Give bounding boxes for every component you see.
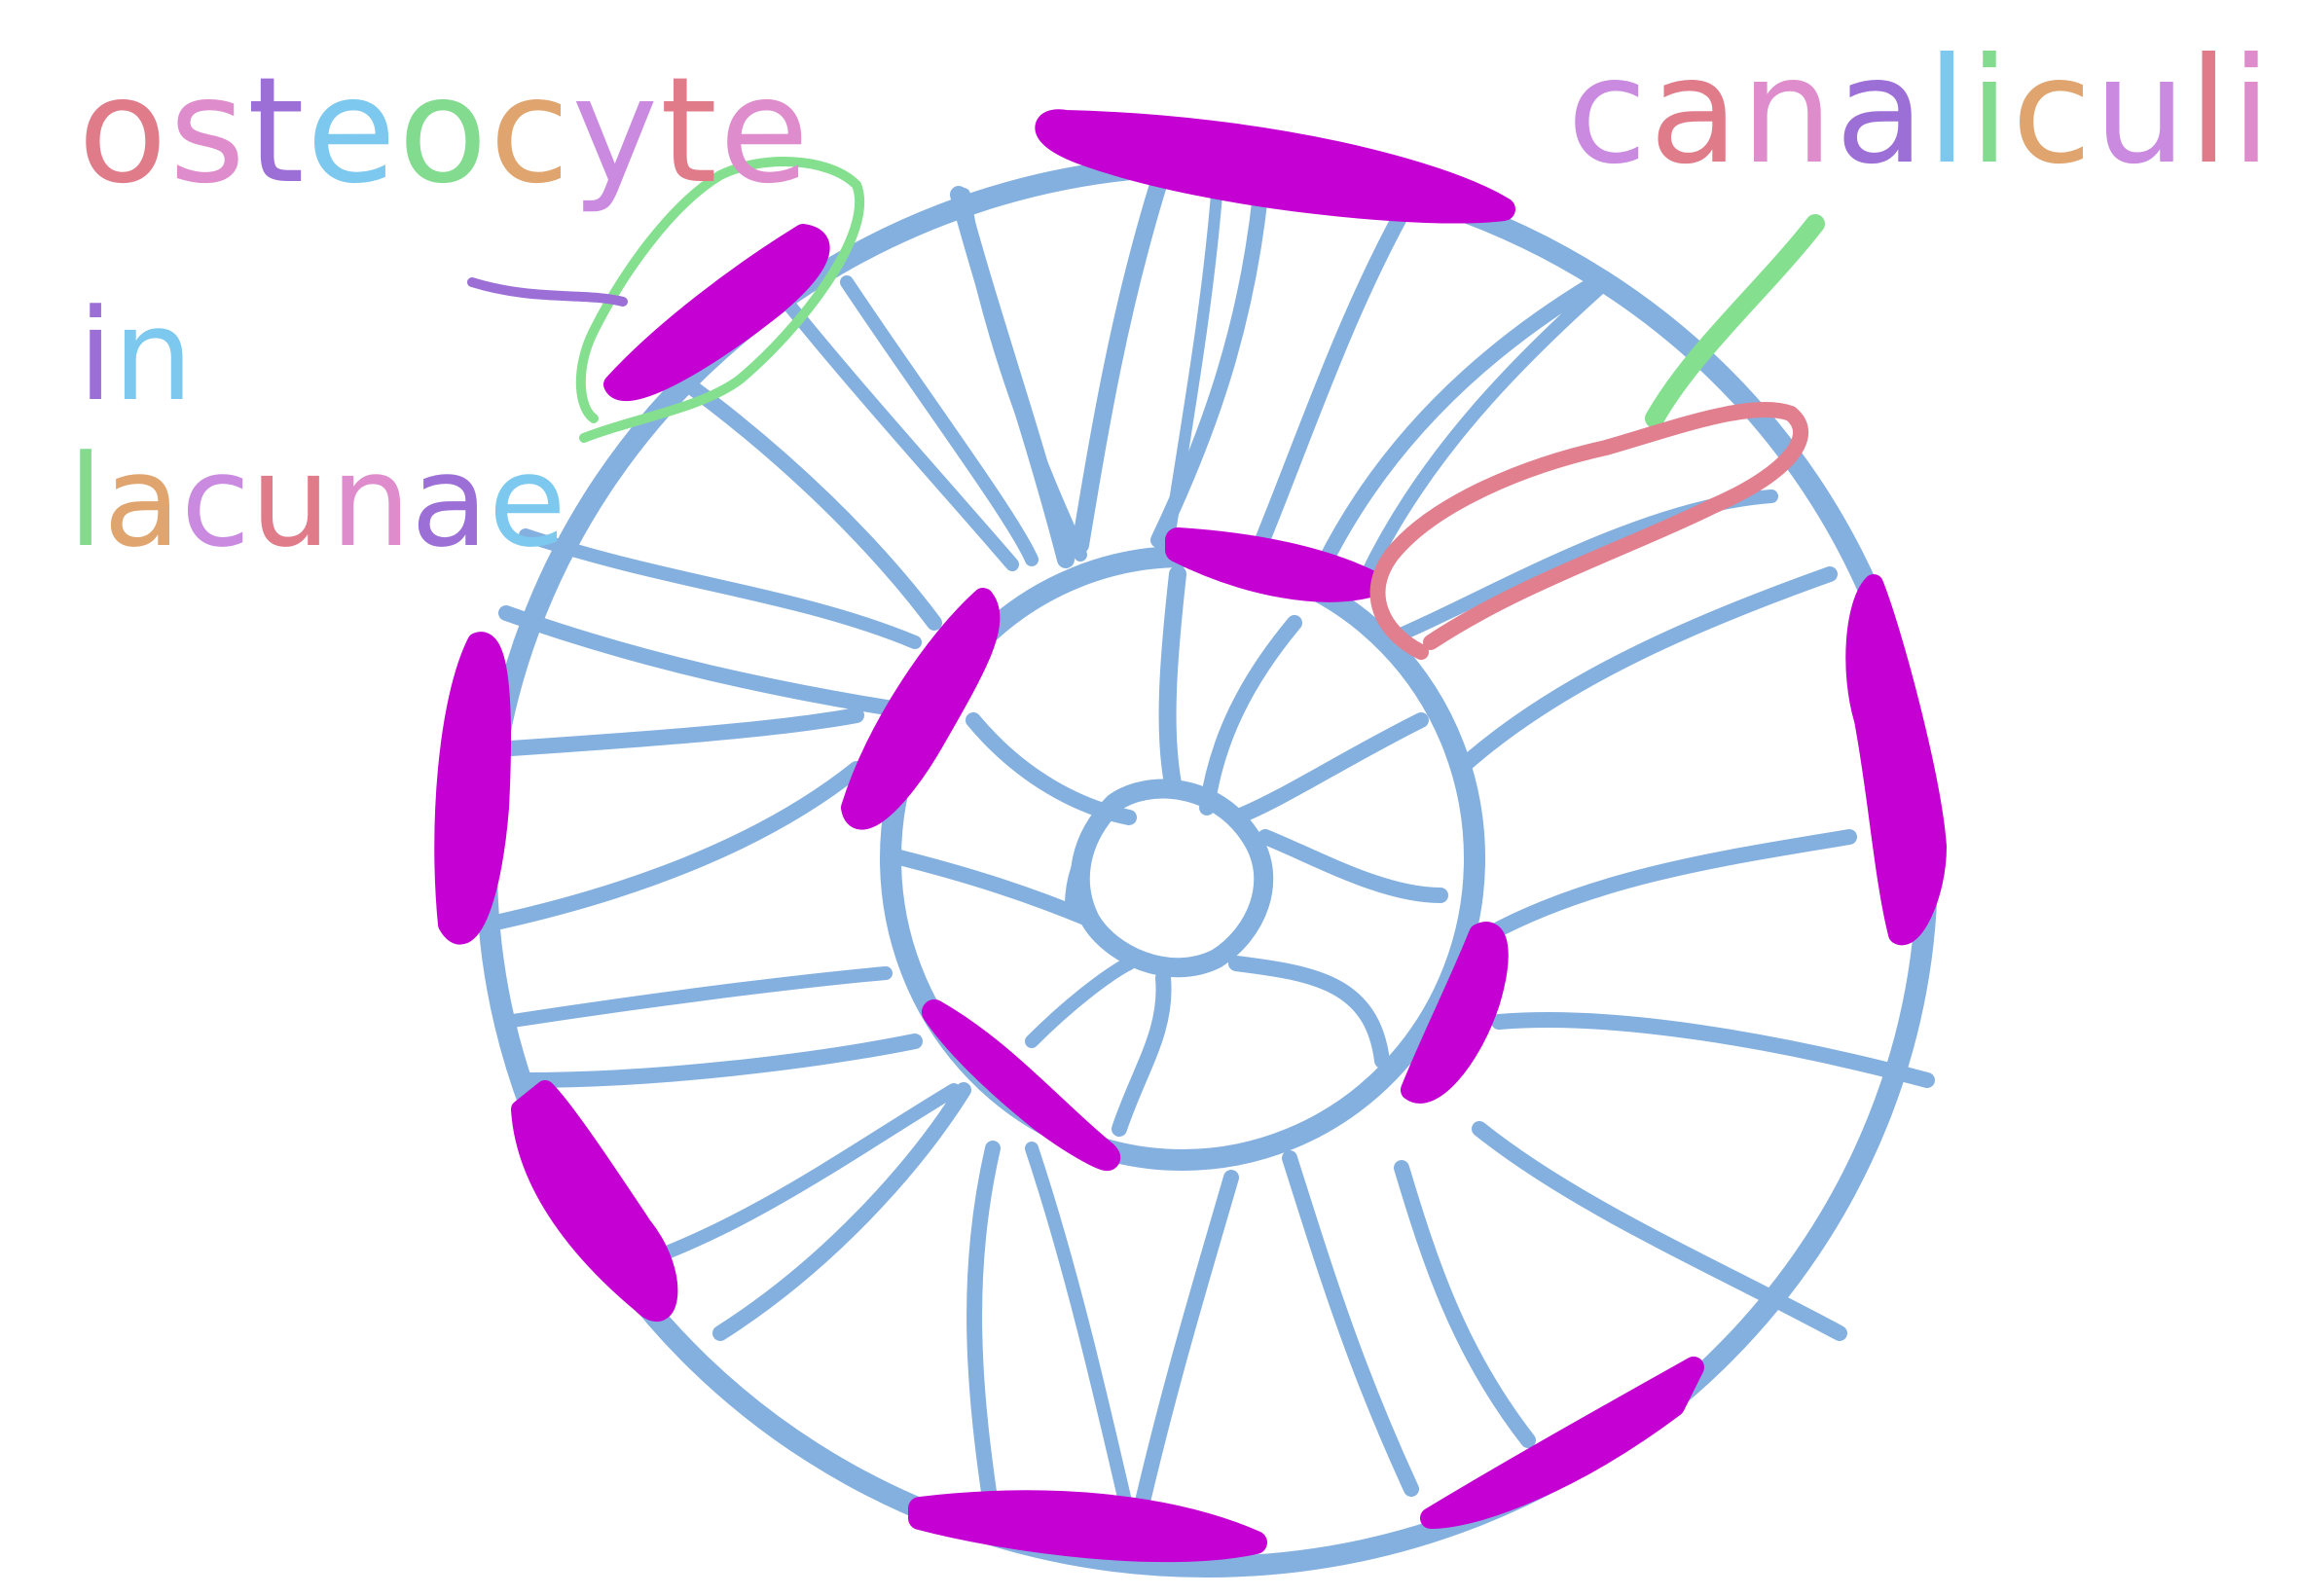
osteocyte-blob-lower-right (1420, 1357, 1704, 1529)
osteocyte-blob-bottom (908, 1490, 1267, 1563)
pointer-osteocyte (575, 157, 865, 443)
label-osteocyte-text: osteocyte (78, 47, 811, 216)
label-lacunae-text: lacunae (68, 427, 566, 575)
label-letter: u (2094, 27, 2189, 197)
osteocyte-blob-upper-left (603, 224, 830, 402)
label-letter: a (103, 427, 181, 575)
label-letter: a (1649, 27, 1741, 197)
label-letter: t (660, 47, 719, 216)
osteocyte-blob-lower-left (511, 1080, 678, 1322)
label-letter: i (2231, 27, 2274, 197)
label-in: in (78, 292, 194, 418)
label-letter: t (246, 47, 307, 216)
osteocyte-blob-top (1035, 109, 1515, 224)
osteocyte-blob-mid-top (1165, 527, 1385, 602)
label-letter: e (306, 47, 399, 216)
label-letter: u (250, 427, 331, 575)
label-letter: y (571, 47, 661, 216)
label-canaliculi-text: canaliculi (1567, 27, 2274, 197)
label-letter: c (489, 47, 572, 216)
label-letter: l (1926, 27, 1970, 197)
label-letter: n (113, 281, 194, 429)
pointer-canaliculi-stroke (1645, 214, 1825, 428)
pointer-canaliculi (1369, 401, 1809, 660)
pointer-osteocyte-tail (467, 277, 628, 307)
label-letter: e (488, 427, 566, 575)
inner-canaliculi (888, 565, 1448, 1137)
label-letter: n (1740, 27, 1836, 197)
label-letter: e (718, 47, 812, 216)
osteocytes (434, 109, 1947, 1563)
label-letter: a (411, 427, 489, 575)
label-letter: c (2011, 27, 2095, 197)
label-letter: n (330, 427, 412, 575)
label-letter: s (168, 47, 247, 216)
label-letter: c (1567, 27, 1650, 197)
label-letter: i (1969, 27, 2012, 197)
label-letter: l (68, 427, 104, 575)
label-letter: o (78, 47, 169, 216)
label-letter: i (78, 281, 114, 429)
label-letter: o (398, 47, 490, 216)
osteocyte-blob-mid-bottom (922, 999, 1121, 1171)
label-letter: a (1835, 27, 1927, 197)
label-letter: c (180, 427, 251, 575)
label-osteocyte: osteocyte (78, 58, 811, 204)
osteocyte-blob-mid-left (841, 588, 1001, 830)
label-in-text: in (78, 281, 194, 429)
osteocyte-blob-mid-right (1401, 922, 1509, 1104)
label-lacunae: lacunae (68, 438, 566, 564)
osteocyte-blob-right (1845, 574, 1947, 946)
outer-canaliculi (479, 176, 1935, 1526)
label-canaliculi: canaliculi (1567, 39, 2274, 185)
osteocyte-blob-left (434, 632, 512, 945)
label-letter: l (2188, 27, 2232, 197)
